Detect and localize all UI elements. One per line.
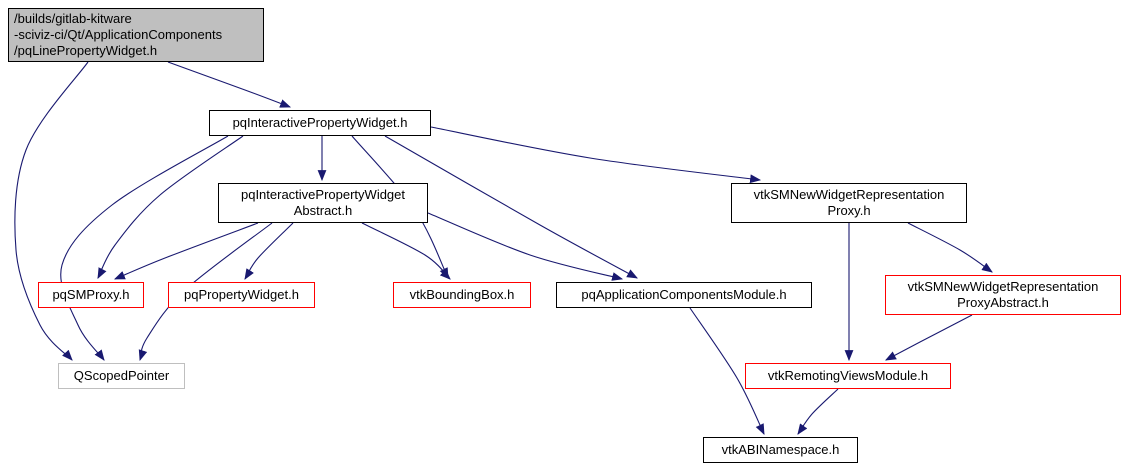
node-label: vtkBoundingBox.h <box>409 286 515 302</box>
edge-pqInteractivePropertyWidget-to-pqApplicationComponentsModule <box>384 135 638 279</box>
node-label: pqSMProxy.h <box>52 286 130 302</box>
node-label: /builds/gitlab-kitware -sciviz-ci/Qt/App… <box>14 10 223 59</box>
edge-pqApplicationComponentsModule-to-vtkABINamespace <box>689 307 765 435</box>
edge-pqLinePropertyWidget-to-pqInteractivePropertyWidget <box>167 61 292 108</box>
node-label: pqPropertyWidget.h <box>184 286 299 302</box>
node-pqinteractivepropertywidget[interactable]: pqInteractivePropertyWidget.h <box>209 110 431 136</box>
node-vtkboundingbox[interactable]: vtkBoundingBox.h <box>393 282 531 308</box>
edge-vtkSMNewWidgetRepresentationProxyAbstract-to-vtkRemotingViewsModule <box>885 314 973 361</box>
node-pqapplicationcomponentsmodule[interactable]: pqApplicationComponentsModule.h <box>556 282 812 308</box>
node-pqlinepropertywidget: /builds/gitlab-kitware -sciviz-ci/Qt/App… <box>8 8 264 62</box>
edge-pqInteractivePropertyWidget-to-pqSMProxy <box>97 135 244 279</box>
edge-vtkRemotingViewsModule-to-vtkABINamespace <box>797 388 839 435</box>
node-vtksmnewwidgetrepresentationproxy[interactable]: vtkSMNewWidgetRepresentation Proxy.h <box>731 183 967 223</box>
edge-pqInteractivePropertyWidget-to-vtkSMNewWidgetRepresentationProxy <box>430 126 762 184</box>
node-pqinteractivepropertywidgetabstract[interactable]: pqInteractivePropertyWidget Abstract.h <box>218 183 428 223</box>
node-label: pqInteractivePropertyWidget Abstract.h <box>240 186 406 218</box>
edge-pqInteractivePropertyWidget-to-QScopedPointer <box>60 135 229 361</box>
edge-vtkSMNewWidgetRepresentationProxy-to-vtkSMNewWidgetRepresentationProxyAbstract <box>907 222 993 273</box>
edge-pqLinePropertyWidget-to-QScopedPointer <box>14 61 89 361</box>
node-label: pqApplicationComponentsModule.h <box>581 286 787 302</box>
node-label: QScopedPointer <box>73 367 170 383</box>
node-pqsmproxy[interactable]: pqSMProxy.h <box>38 282 144 308</box>
node-label: pqInteractivePropertyWidget.h <box>232 114 408 130</box>
edge-pqInteractivePropertyWidgetAbstract-to-pqPropertyWidget <box>244 222 294 280</box>
edge-pqInteractivePropertyWidgetAbstract-to-pqApplicationComponentsModule <box>427 212 624 281</box>
edge-pqInteractivePropertyWidgetAbstract-to-vtkBoundingBox <box>361 222 451 280</box>
node-vtkremotingviewsmodule[interactable]: vtkRemotingViewsModule.h <box>745 363 951 389</box>
node-label: vtkABINamespace.h <box>721 441 840 457</box>
node-vtkabinamespace[interactable]: vtkABINamespace.h <box>703 437 858 463</box>
node-vtksmnewwidgetrepresentationproxyabstract[interactable]: vtkSMNewWidgetRepresentation ProxyAbstra… <box>885 275 1121 315</box>
node-label: vtkSMNewWidgetRepresentation Proxy.h <box>753 186 945 218</box>
node-pqpropertywidget[interactable]: pqPropertyWidget.h <box>168 282 315 308</box>
node-label: vtkRemotingViewsModule.h <box>767 367 929 383</box>
node-label: vtkSMNewWidgetRepresentation ProxyAbstra… <box>907 278 1099 310</box>
node-qscopedpointer: QScopedPointer <box>58 363 185 389</box>
edge-pqInteractivePropertyWidgetAbstract-to-pqSMProxy <box>113 222 259 280</box>
